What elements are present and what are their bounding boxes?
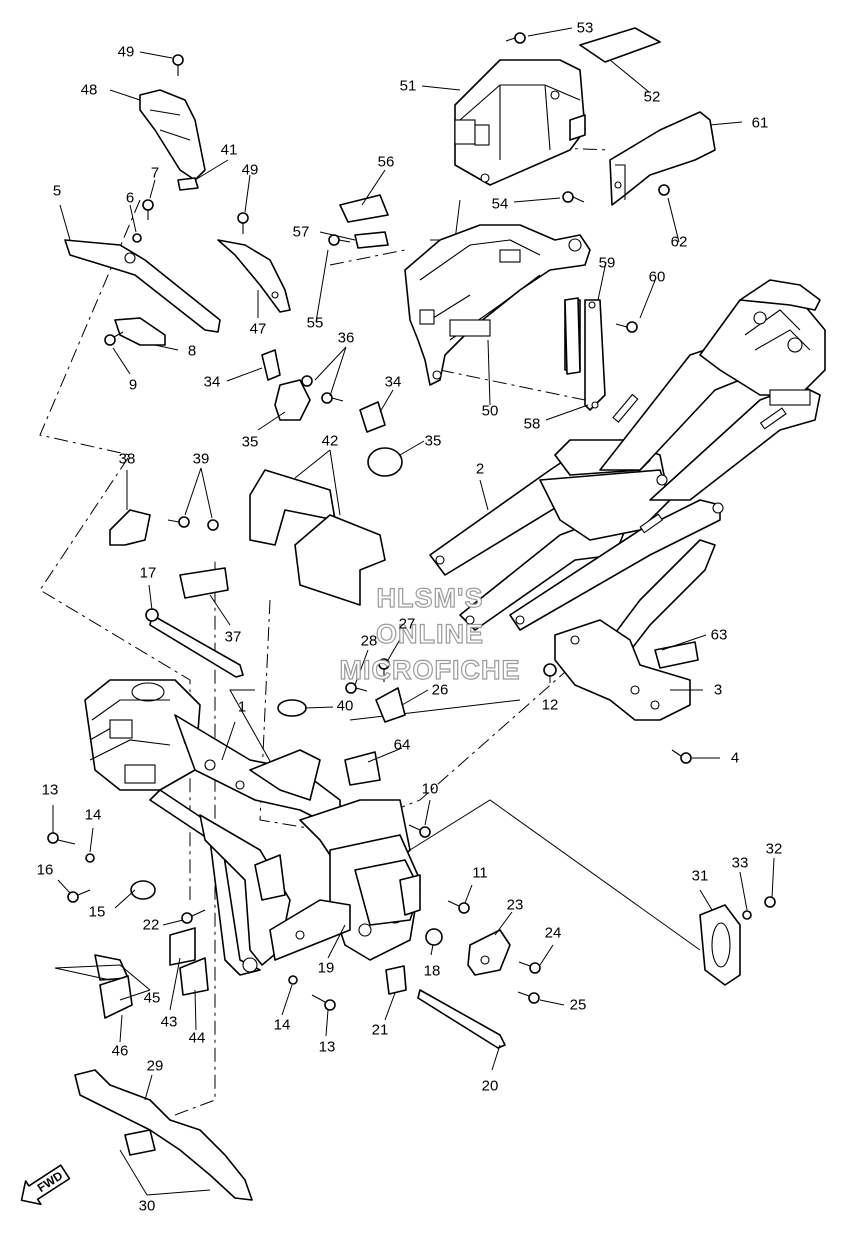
callout-21: 21 — [372, 1022, 389, 1039]
callout-9: 9 — [129, 377, 137, 394]
callout-11: 11 — [472, 865, 488, 882]
callout-14-lower: 14 — [274, 1017, 291, 1034]
callout-41: 41 — [221, 142, 238, 159]
rear-subframe — [429, 279, 826, 691]
callout-7: 7 — [151, 165, 159, 182]
callout-27: 27 — [399, 616, 416, 633]
callout-50: 50 — [482, 403, 499, 420]
callout-34-left: 34 — [204, 374, 221, 391]
callout-10: 10 — [422, 781, 439, 798]
callout-8: 8 — [188, 343, 196, 360]
callout-20: 20 — [482, 1078, 499, 1095]
callout-12: 12 — [542, 697, 559, 714]
callout-34-right: 34 — [385, 374, 402, 391]
callout-36: 36 — [338, 330, 355, 347]
callout-2: 2 — [476, 461, 484, 478]
callout-39: 39 — [193, 451, 210, 468]
callout-48: 48 — [81, 82, 98, 99]
callout-28: 28 — [361, 633, 378, 650]
callout-55: 55 — [307, 315, 324, 332]
watermark-line-1: HLSM'S — [377, 583, 484, 613]
callout-54: 54 — [492, 196, 509, 213]
callout-61: 61 — [752, 115, 769, 132]
watermark-line-3: MICROFICHE — [340, 655, 521, 685]
callout-52: 52 — [644, 89, 661, 106]
callout-24: 24 — [545, 925, 562, 942]
callout-17: 17 — [140, 565, 157, 582]
callout-32: 32 — [766, 841, 783, 858]
callout-4: 4 — [731, 750, 739, 767]
callout-45: 45 — [144, 990, 161, 1007]
callout-57: 57 — [293, 224, 310, 241]
callout-25: 25 — [570, 997, 587, 1014]
callout-35-right: 35 — [425, 433, 442, 450]
callout-numbers: 1 2 3 4 5 6 7 8 9 10 11 12 13 13 14 14 1… — [37, 20, 783, 1215]
part-50-seat-bracket — [404, 224, 591, 386]
callout-22: 22 — [143, 917, 160, 934]
callout-64: 64 — [394, 737, 411, 754]
callout-53: 53 — [577, 20, 594, 37]
part-3-bracket-plate — [554, 619, 691, 721]
callout-59: 59 — [599, 255, 616, 272]
watermark: HLSM'S ONLINE MICROFICHE — [339, 582, 521, 685]
part-52-cover-panel — [579, 27, 661, 63]
callout-44: 44 — [189, 1030, 206, 1047]
callout-51: 51 — [400, 78, 417, 95]
part-5-bracket-rail — [64, 239, 221, 333]
callout-46: 46 — [112, 1043, 129, 1060]
callout-6: 6 — [126, 190, 134, 207]
callout-37: 37 — [225, 629, 242, 646]
callout-5: 5 — [53, 183, 61, 200]
callout-19: 19 — [318, 960, 335, 977]
part-8-clip — [114, 317, 166, 346]
part-51-battery-box — [454, 59, 586, 186]
callout-49-upper: 49 — [118, 44, 135, 61]
callout-18: 18 — [424, 963, 441, 980]
callout-58: 58 — [524, 416, 541, 433]
callout-43: 43 — [161, 1014, 178, 1031]
callout-31: 31 — [692, 868, 709, 885]
callout-14-upper: 14 — [85, 807, 102, 824]
part-47-bracket — [217, 239, 291, 313]
callout-38: 38 — [119, 451, 136, 468]
callout-33: 33 — [732, 855, 749, 872]
callout-29: 29 — [147, 1058, 164, 1075]
callout-42: 42 — [322, 433, 339, 450]
callout-1: 1 — [238, 699, 246, 716]
callout-15: 15 — [89, 904, 106, 921]
part-61-holder — [609, 111, 716, 206]
callout-47: 47 — [250, 321, 267, 338]
callout-60: 60 — [649, 269, 666, 286]
callout-16: 16 — [37, 862, 54, 879]
callout-63: 63 — [711, 627, 728, 644]
main-frame — [84, 679, 421, 976]
callout-leaders — [52, 27, 775, 1196]
callout-13-upper: 13 — [42, 782, 59, 799]
fasteners — [47, 32, 776, 1011]
callout-23: 23 — [507, 897, 524, 914]
callout-49-lower: 49 — [242, 162, 259, 179]
callout-40: 40 — [337, 698, 354, 715]
callout-35-left: 35 — [242, 434, 259, 451]
callout-3: 3 — [714, 682, 722, 699]
callout-56: 56 — [378, 154, 395, 171]
part-48-bracket — [139, 89, 206, 181]
watermark-line-2: ONLINE — [376, 619, 484, 649]
callout-30: 30 — [139, 1198, 156, 1215]
fwd-arrow: FWD — [20, 1164, 71, 1206]
callout-62: 62 — [671, 234, 688, 251]
callout-13-lower: 13 — [319, 1039, 336, 1056]
callout-26: 26 — [432, 682, 449, 699]
